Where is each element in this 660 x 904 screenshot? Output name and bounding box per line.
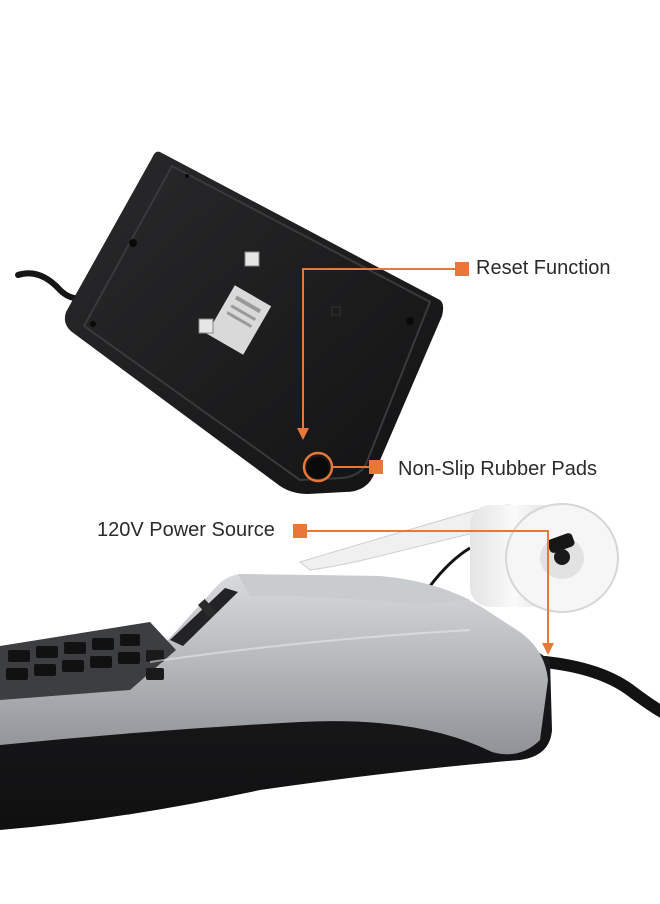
non-slip-rubber-pads-label: Non-Slip Rubber Pads bbox=[398, 458, 597, 480]
paper-roll bbox=[470, 503, 619, 613]
arrowhead-icon bbox=[542, 643, 554, 655]
calculator-bottom-view bbox=[15, 151, 444, 494]
calculator-silver-housing bbox=[0, 574, 548, 755]
arrowhead-icon bbox=[297, 428, 309, 440]
power-cable-side bbox=[539, 656, 660, 718]
clip-slot bbox=[244, 251, 260, 267]
screw bbox=[90, 321, 96, 327]
callout-marker-power bbox=[293, 524, 307, 538]
screw bbox=[129, 239, 137, 247]
screw bbox=[406, 317, 414, 325]
callout-marker-reset bbox=[455, 262, 469, 276]
power-source-label: 120V Power Source bbox=[97, 519, 275, 541]
clip-slot bbox=[198, 318, 214, 334]
callout-marker-pads bbox=[369, 460, 383, 474]
reset-function-label: Reset Function bbox=[476, 257, 611, 279]
callout-pads bbox=[302, 451, 383, 483]
calculator-side-view bbox=[0, 503, 660, 904]
callout-power bbox=[293, 524, 554, 655]
display-panel bbox=[170, 588, 238, 646]
power-cable-top bbox=[15, 270, 85, 302]
keyboard bbox=[0, 622, 176, 700]
callout-reset bbox=[297, 262, 469, 440]
rubber-pad bbox=[307, 457, 329, 479]
highlight-circle-icon bbox=[302, 451, 334, 483]
